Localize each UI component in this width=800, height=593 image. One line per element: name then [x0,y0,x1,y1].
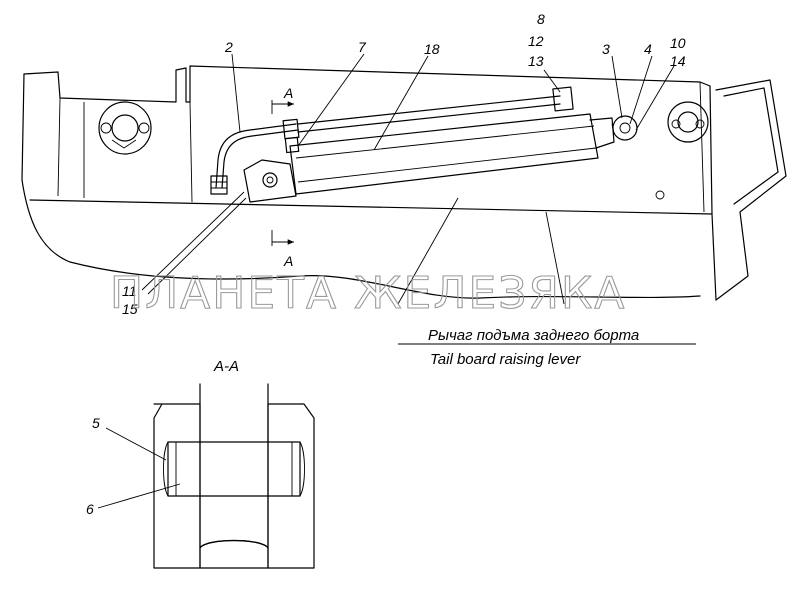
callout-11: 11 [122,283,137,299]
caption-russian: Рычаг подъма заднего борта [428,327,639,344]
section-letter-top: A [283,85,293,101]
section-view-title: A-A [213,358,239,375]
callout-7: 7 [358,39,367,55]
section-mark-top [271,100,294,114]
right-mounting-eye [655,101,709,200]
callout-15: 15 [122,301,138,317]
callout-2: 2 [224,39,233,55]
watermark: ПЛАНЕТА ЖЕЛЕЗЯКА [110,268,626,319]
callout-18: 18 [424,41,440,57]
left-mounting-eye [98,101,152,155]
hydraulic-cylinder [243,113,638,203]
callout-10: 10 [670,35,686,51]
callout-8: 8 [537,11,545,27]
caption-english: Tail board raising lever [430,351,581,368]
lever-end-cap [715,79,787,301]
callout-5: 5 [92,415,100,431]
callout-3: 3 [602,41,610,57]
callout-4: 4 [644,41,652,57]
callout-13: 13 [528,53,544,69]
section-mark-bottom [271,230,294,246]
callout-12: 12 [528,33,544,49]
callout-6: 6 [86,501,94,517]
section-letter-bottom: A [283,253,293,269]
lever-body [21,65,717,301]
hydraulic-hose [210,86,574,195]
section-view [97,383,315,569]
callout-14: 14 [670,53,686,69]
leader-lines [141,53,696,345]
